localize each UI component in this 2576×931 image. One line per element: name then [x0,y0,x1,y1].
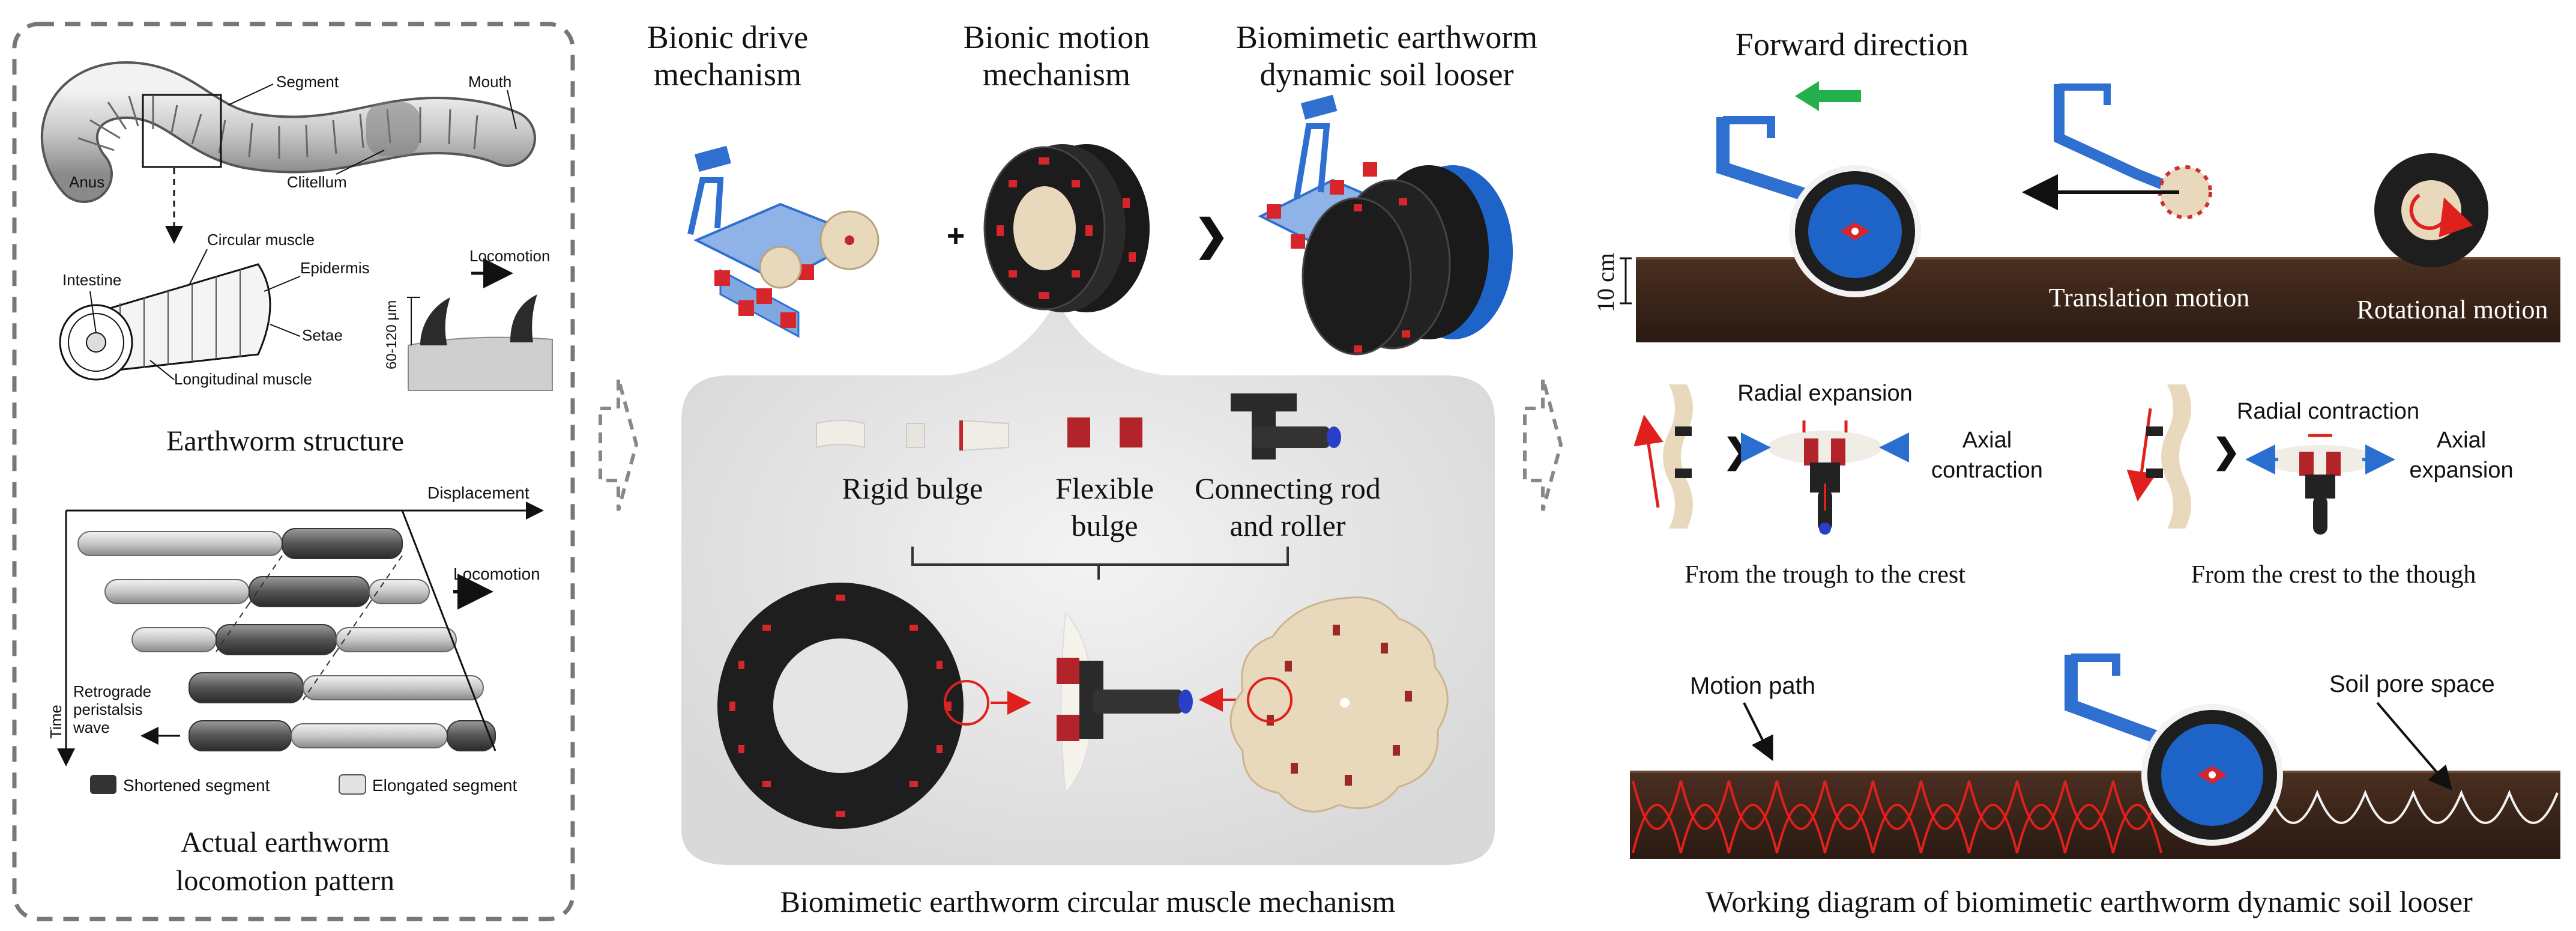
flexible-bulge-label-line2: bulge [1071,509,1138,542]
locomotion-pattern-diagram: Displacement Time Locomotion [47,484,544,795]
depth-label: 10 cm [1592,253,1619,312]
worm-row-2 [104,576,430,607]
pattern-title-line1: Actual earthworm [181,826,390,858]
right-caption: Working diagram of biomimetic earthworm … [1706,885,2473,918]
axial-contraction-line2: contraction [1931,458,2043,483]
label-time: Time [47,705,65,739]
worm-row-4 [189,672,484,703]
soil-pore-space-curves [2268,789,2559,824]
soil-looser-forward-illustration [1716,116,1921,297]
right-panel: Forward direction 10 cm Translat [1592,26,2560,918]
parts-bracket [911,547,1289,580]
motion-title-line1: Bionic motion [964,19,1150,55]
crest-to-trough-label: From the crest to the though [2191,561,2476,589]
soil-pore-space-label: Soil pore space [2329,671,2495,697]
beige-wavy-disc [1229,596,1449,813]
soil-looser-working-illustration [2065,654,2283,846]
earthworm-body-illustration [40,61,536,244]
chevron-right-icon: ❯ [1723,432,1751,472]
label-inset-locomotion: Locomotion [469,247,550,265]
legend-elongated-swatch [339,774,366,795]
transition-arrow-left [599,378,639,511]
pattern-title-line2: locomotion pattern [176,865,394,897]
translation-motion-illustration [2022,83,2212,219]
chevron-right-icon: ❯ [2212,432,2240,472]
drive-title-line2: mechanism [654,56,801,92]
label-clitellum: Clitellum [287,173,347,191]
legend-shortened-label: Shortened segment [123,776,270,795]
label-mouth: Mouth [468,73,511,91]
plus-symbol: + [947,219,965,253]
motion-path-label: Motion path [1690,673,1815,699]
label-displacement: Displacement [427,484,529,502]
label-wave-1: Retrograde [73,682,151,700]
rotational-motion-illustration [2374,153,2488,267]
worm-row-1 [77,528,403,559]
assembled-soil-looser-illustration [1258,94,1513,356]
motion-path-curves [1632,780,2162,854]
forward-arrow-icon [1795,81,1861,111]
bionic-drive-mechanism-illustration [687,145,879,338]
looser-title-line1: Biomimetic earthworm [1236,19,1537,55]
label-longitudinal-muscle: Longitudinal muscle [174,370,312,388]
rigid-bulge-label: Rigid bulge [842,472,983,505]
label-circular-muscle: Circular muscle [207,231,315,249]
connecting-rod-label-line2: and roller [1230,509,1346,542]
middle-caption: Biomimetic earthworm circular muscle mec… [780,885,1396,918]
flexible-bulge-label-line1: Flexible [1055,472,1154,505]
worm-row-3 [131,624,457,655]
rotational-motion-label: Rotational motion [2357,295,2548,324]
label-intestine: Intestine [62,271,121,289]
label-wave-2: peristalsis [73,700,143,718]
drive-title-line1: Bionic drive [647,19,808,55]
crest-to-trough-illustration: ❯ [2126,384,2395,535]
rigid-bulge-parts [816,419,1009,452]
label-anus: Anus [69,173,104,191]
transition-arrow-right [1523,378,1563,511]
axial-contraction-line1: Axial [1962,428,2012,453]
radial-expansion-label: Radial expansion [1737,381,1913,406]
legend-elongated-label: Elongated segment [372,776,517,795]
label-setae-height: 60-120 μm [384,300,400,369]
translation-motion-label: Translation motion [2049,283,2250,312]
connecting-rod-and-roller-part [1231,393,1341,459]
chevron-right-icon: ❯ [1194,211,1229,260]
exploded-bulge-and-rod [1057,611,1193,795]
connecting-rod-label-line1: Connecting rod [1195,472,1381,505]
black-ring-disc [717,583,989,829]
label-epidermis: Epidermis [300,259,370,277]
label-setae: Setae [302,326,343,344]
label-pattern-locomotion: Locomotion [453,565,540,583]
flexible-bulge-parts [1067,417,1142,447]
legend-shortened-swatch [90,775,116,794]
bionic-motion-mechanism-illustration [983,144,1150,312]
axial-expansion-line1: Axial [2437,428,2486,453]
label-segment: Segment [276,73,339,91]
trough-to-crest-label: From the trough to the crest [1685,561,1965,589]
motion-title-line2: mechanism [983,56,1130,92]
middle-panel: Bionic drive mechanism Bionic motion mec… [647,19,1537,918]
setae-inset: Locomotion 60-120 μm [384,247,553,391]
earthworm-structure-title: Earthworm structure [166,425,404,457]
forward-direction-label: Forward direction [1736,26,1968,62]
radial-contraction-label: Radial contraction [2237,399,2419,424]
worm-row-5 [189,720,496,751]
earthworm-cross-section [59,263,271,381]
trough-to-crest-illustration: ❯ [1633,384,1909,535]
label-wave-3: wave [73,718,110,736]
axial-expansion-line2: expansion [2409,458,2513,483]
soil-strip-top [1636,258,2560,342]
soil-strip-bottom [1630,772,2560,859]
left-panel: Segment Mouth Anus Clitellum Circular mu… [12,22,575,921]
looser-title-line2: dynamic soil looser [1260,56,1514,92]
